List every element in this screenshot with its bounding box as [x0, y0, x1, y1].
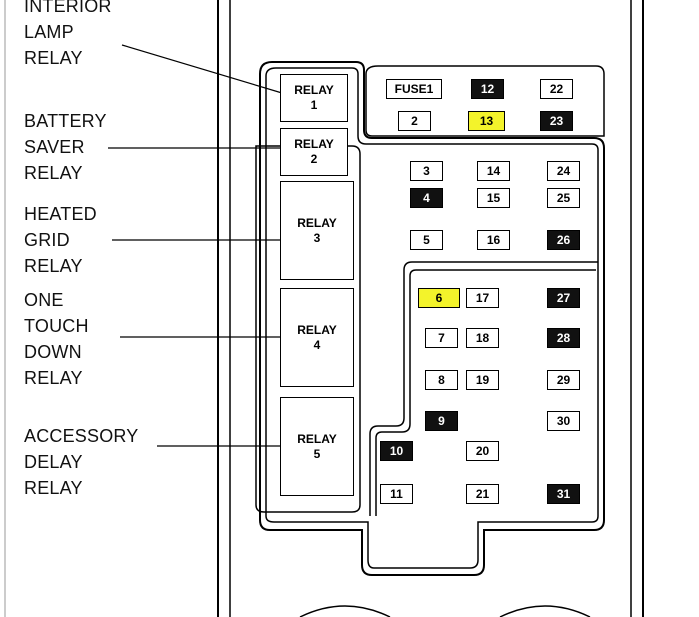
fuse-5: 5	[410, 230, 443, 250]
relay-1: RELAY 1	[280, 74, 348, 122]
fuse-2: 2	[398, 111, 431, 131]
fuse-21: 21	[466, 484, 499, 504]
relay-5-word: RELAY	[297, 431, 337, 446]
fuse-24: 24	[547, 161, 580, 181]
fuse-11: 11	[380, 484, 413, 504]
lower-fuse-step-outline	[369, 261, 598, 516]
fuse-4: 4	[410, 188, 443, 208]
fuse-14: 14	[477, 161, 510, 181]
fuse-1: FUSE1	[386, 79, 442, 99]
top-fuse-cluster-outline	[365, 65, 605, 137]
relay-1-word: RELAY	[294, 83, 334, 97]
fuse-10: 10	[380, 441, 413, 461]
fuse-12: 12	[471, 79, 504, 99]
fuse-9: 9	[425, 411, 458, 431]
panel-inner-outline	[265, 67, 599, 569]
relay-4-number: 4	[313, 337, 321, 352]
fuse-29: 29	[547, 370, 580, 390]
bottom-arc-left	[299, 605, 391, 617]
relay-5: RELAY 5	[280, 397, 354, 496]
fuse-3: 3	[410, 161, 443, 181]
fuse-13: 13	[468, 111, 505, 131]
relay-3: RELAY 3	[280, 181, 354, 280]
fuse-30: 30	[547, 411, 580, 431]
fuse-22: 22	[540, 79, 573, 99]
fuse-31: 31	[547, 484, 580, 504]
fuse-27: 27	[547, 288, 580, 308]
lower-fuse-step-inner	[375, 269, 596, 516]
relay-3-word: RELAY	[297, 215, 337, 230]
fuse-19: 19	[466, 370, 499, 390]
fuse-8: 8	[425, 370, 458, 390]
fuse-28: 28	[547, 328, 580, 348]
relay-2: RELAY 2	[280, 128, 348, 176]
fuse-26: 26	[547, 230, 580, 250]
relay-2-number: 2	[310, 152, 318, 166]
relay-group-outline	[255, 145, 361, 513]
bottom-arc-right	[499, 605, 591, 617]
leader-line-relay-1	[121, 44, 283, 94]
relay-4: RELAY 4	[280, 288, 354, 387]
fuse-7: 7	[425, 328, 458, 348]
fuse-17: 17	[466, 288, 499, 308]
fuse-20: 20	[466, 441, 499, 461]
fuse-25: 25	[547, 188, 580, 208]
relay-2-word: RELAY	[294, 137, 334, 151]
relay-4-word: RELAY	[297, 322, 337, 337]
relay-5-number: 5	[313, 446, 321, 461]
panel-outer-outline	[259, 61, 605, 576]
relay-1-number: 1	[310, 98, 318, 112]
fuse-6: 6	[418, 288, 460, 308]
fuse-18: 18	[466, 328, 499, 348]
fuse-23: 23	[540, 111, 573, 131]
relay-3-number: 3	[313, 230, 321, 245]
fuse-16: 16	[477, 230, 510, 250]
fuse-15: 15	[477, 188, 510, 208]
